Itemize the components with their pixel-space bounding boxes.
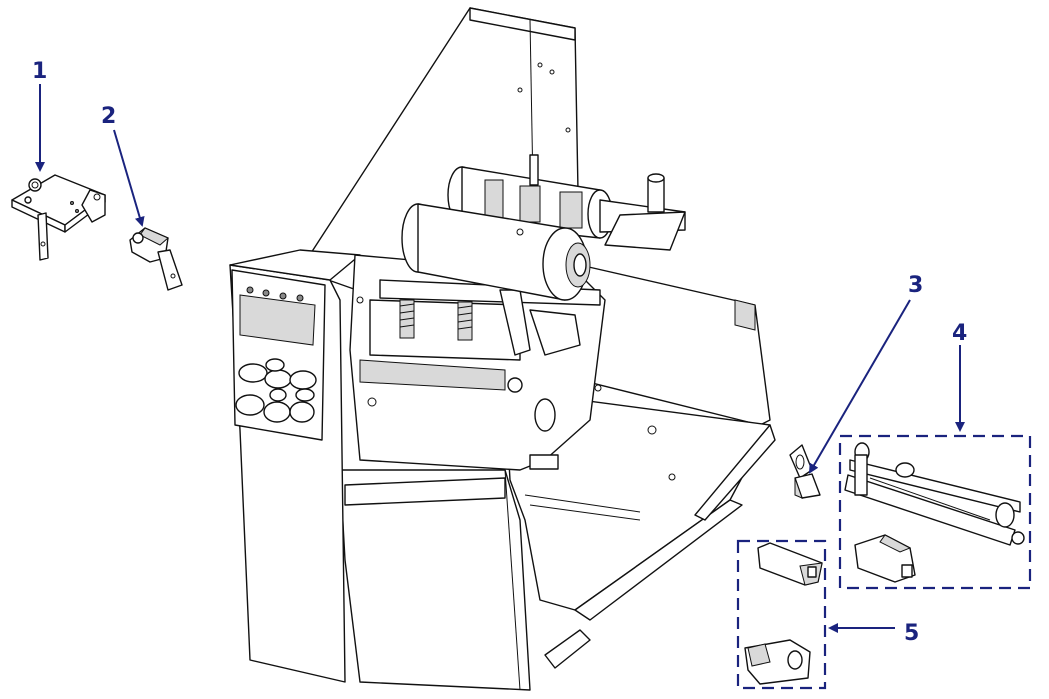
- part-3-clip: [789, 444, 821, 499]
- callout-5: 5: [904, 621, 919, 646]
- printhead-springs: [399, 299, 473, 341]
- callout-1: 1: [32, 59, 47, 84]
- part-1-sensor-bracket: [11, 174, 106, 261]
- printer-body: [229, 7, 776, 691]
- part-5-group-box: [736, 539, 827, 690]
- part-5-sensor-housings: [736, 539, 827, 690]
- leader-lines: [35, 84, 965, 633]
- ribbon-takeup-spindle: [401, 203, 591, 301]
- callout-3: 3: [908, 273, 923, 298]
- callout-4: 4: [952, 321, 967, 346]
- callout-2: 2: [101, 104, 116, 129]
- part-4-roller-assembly: [838, 434, 1032, 590]
- callout-labels: 1 2 3 4 5: [32, 59, 967, 646]
- leader-2: [113, 129, 145, 227]
- part-4-group-box: [838, 434, 1032, 590]
- part-2-sensor-block: [129, 227, 183, 291]
- leader-3: [808, 299, 911, 474]
- keypad-buttons: [235, 358, 317, 423]
- status-led-row: [246, 286, 304, 302]
